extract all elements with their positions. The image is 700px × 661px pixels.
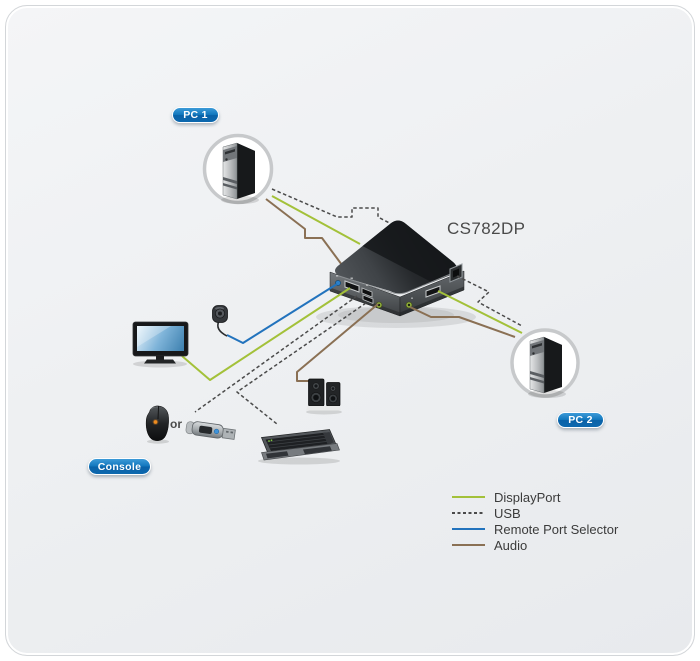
pc2-badge: PC 2 xyxy=(557,412,604,428)
console-usb-port-2 xyxy=(362,294,374,305)
usb-flash-drive-icon xyxy=(185,421,236,440)
audio-line-pc2 xyxy=(409,306,516,338)
pc2-node xyxy=(510,328,580,399)
legend-label: Remote Port Selector xyxy=(494,521,619,537)
legend-label: USB xyxy=(494,505,521,521)
diagram-panel xyxy=(5,5,695,656)
remote-port-selector-line xyxy=(226,283,338,344)
displayport-line-pc1 xyxy=(271,195,361,245)
console-usb-port-1 xyxy=(361,287,373,298)
legend-row-usb: USB xyxy=(452,505,618,521)
legend-label: DisplayPort xyxy=(494,489,561,505)
usb-line-pc1 xyxy=(271,188,398,228)
pc1-badge: PC 1 xyxy=(172,107,219,123)
usb-line-pc2 xyxy=(456,275,523,327)
monitor-icon xyxy=(132,321,189,368)
legend-row-remote-port-selector: Remote Port Selector xyxy=(452,521,618,537)
console-and-pc2-cables xyxy=(181,275,523,425)
or-text: or xyxy=(170,417,182,431)
displayport-line-pc2 xyxy=(437,290,523,334)
displayport-line-monitor xyxy=(181,287,351,381)
console-displayport-port xyxy=(344,280,360,293)
legend-row-displayport: DisplayPort xyxy=(452,489,618,505)
mouse-icon xyxy=(145,405,169,444)
legend-row-audio: Audio xyxy=(452,537,618,553)
pc1-cables xyxy=(265,188,398,266)
console-badge: Console xyxy=(88,458,151,475)
audio-line-swatch xyxy=(452,544,485,546)
usb-line-swatch xyxy=(452,512,485,514)
pc1-node xyxy=(202,133,274,205)
device-model-label: CS782DP xyxy=(447,219,526,238)
remote-port-selector-icon xyxy=(212,305,228,337)
kvm-switch-icon xyxy=(316,220,476,328)
usb-line-keyboard xyxy=(236,302,367,425)
displayport-line-swatch xyxy=(452,496,485,498)
legend-label: Audio xyxy=(494,537,528,553)
remote-port-selector-line-swatch xyxy=(452,528,485,530)
keyboard-icon xyxy=(258,429,340,465)
legend: DisplayPort USB Remote Port Selector Aud… xyxy=(452,489,618,553)
audio-line-pc1 xyxy=(265,198,343,266)
audio-line-speakers xyxy=(296,303,379,382)
speakers-icon xyxy=(306,378,342,415)
usb-line-mouse xyxy=(194,295,358,413)
